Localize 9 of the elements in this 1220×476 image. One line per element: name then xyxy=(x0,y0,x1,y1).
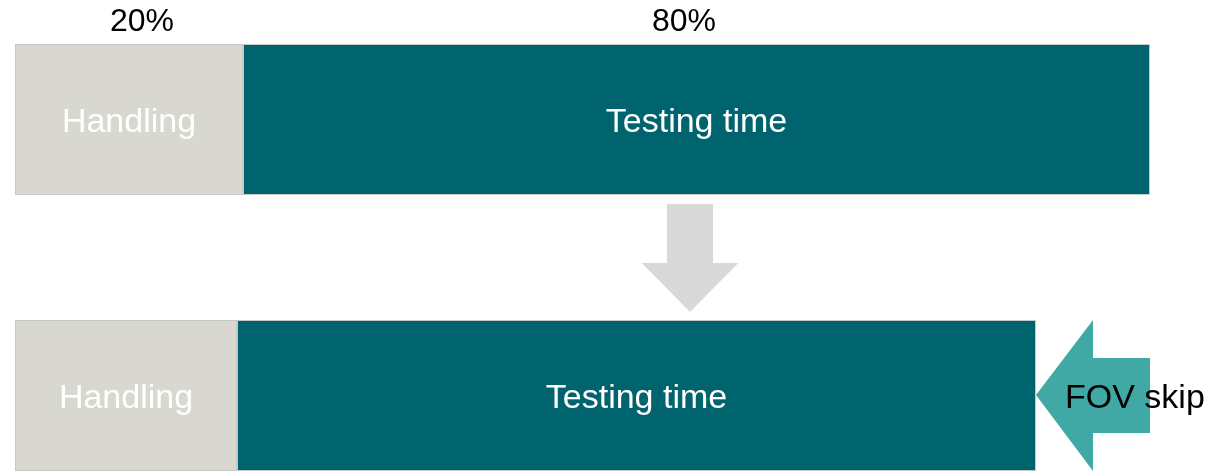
handling-segment xyxy=(15,320,237,471)
segment-label: Testing time xyxy=(545,376,728,415)
testing-segment xyxy=(243,44,1150,195)
segment-label: Testing time xyxy=(605,100,788,139)
percentage-label: 80% xyxy=(650,2,717,39)
down-arrow xyxy=(641,204,739,312)
handling-segment xyxy=(15,44,243,195)
testing-segment xyxy=(237,320,1036,471)
percentage-label: 20% xyxy=(108,2,175,39)
